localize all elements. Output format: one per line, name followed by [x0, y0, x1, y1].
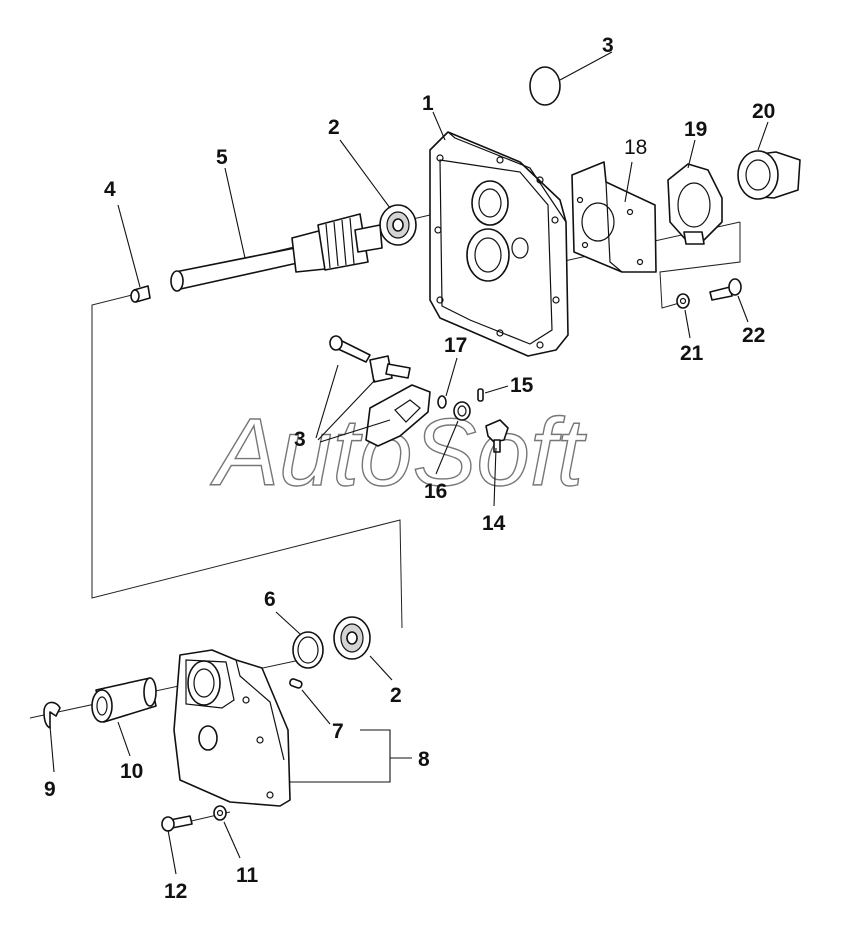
callout-1: 1	[422, 92, 434, 115]
part-17-ring	[437, 395, 447, 409]
alignment-lines	[29, 214, 741, 827]
callout-17: 17	[444, 334, 467, 357]
part-15-pin	[477, 388, 484, 402]
callout-15: 15	[510, 374, 534, 397]
part-2-upper-bearing	[379, 204, 417, 246]
part-5-shaft	[170, 213, 383, 292]
callout-16: 16	[424, 480, 447, 503]
leader-lines	[49, 51, 769, 875]
part-1-housing-cover	[429, 131, 569, 357]
callout-22: 22	[742, 324, 765, 347]
callout-labels: 3 1 2 5 4 18 19 20 21 22 17 15 3 16 14 6…	[44, 34, 775, 903]
part-7-pin	[289, 678, 303, 689]
part-12-bolt	[161, 815, 193, 832]
callout-3-top: 3	[602, 34, 614, 57]
part-18-bracket	[571, 161, 657, 273]
callout-2-upper: 2	[328, 116, 340, 139]
callout-8: 8	[418, 748, 430, 771]
callout-9: 9	[44, 778, 56, 801]
part-11-washer	[213, 805, 227, 821]
callout-12: 12	[164, 880, 187, 903]
callout-10: 10	[120, 760, 143, 783]
callout-20: 20	[752, 100, 775, 123]
part-3-o-ring	[529, 66, 561, 106]
part-8-rear-housing	[173, 649, 291, 807]
callout-11: 11	[236, 864, 259, 887]
part-9-circlip	[43, 701, 61, 729]
callout-2-lower: 2	[390, 684, 402, 707]
part-10-coupling-sleeve	[91, 677, 157, 723]
part-21-nut	[676, 293, 690, 309]
callout-5: 5	[216, 146, 228, 169]
callout-6: 6	[264, 588, 276, 611]
callout-4: 4	[104, 178, 116, 201]
part-20-sleeve	[737, 150, 801, 200]
callout-14: 14	[482, 512, 506, 535]
callout-18: 18	[624, 136, 647, 159]
part-16-collar	[453, 401, 471, 421]
callout-7: 7	[332, 720, 344, 743]
callout-19: 19	[684, 118, 707, 141]
part-2-lower-bearing	[333, 616, 371, 660]
callout-21: 21	[680, 342, 704, 365]
part-6-snap-ring	[292, 631, 324, 669]
part-14-fork	[485, 419, 509, 453]
part-3-lever-assembly	[329, 335, 431, 447]
part-4-bush	[130, 285, 151, 303]
part-22-bolt	[709, 278, 742, 301]
part-19-flange-plate	[667, 163, 723, 245]
callout-3-lever: 3	[294, 428, 306, 451]
